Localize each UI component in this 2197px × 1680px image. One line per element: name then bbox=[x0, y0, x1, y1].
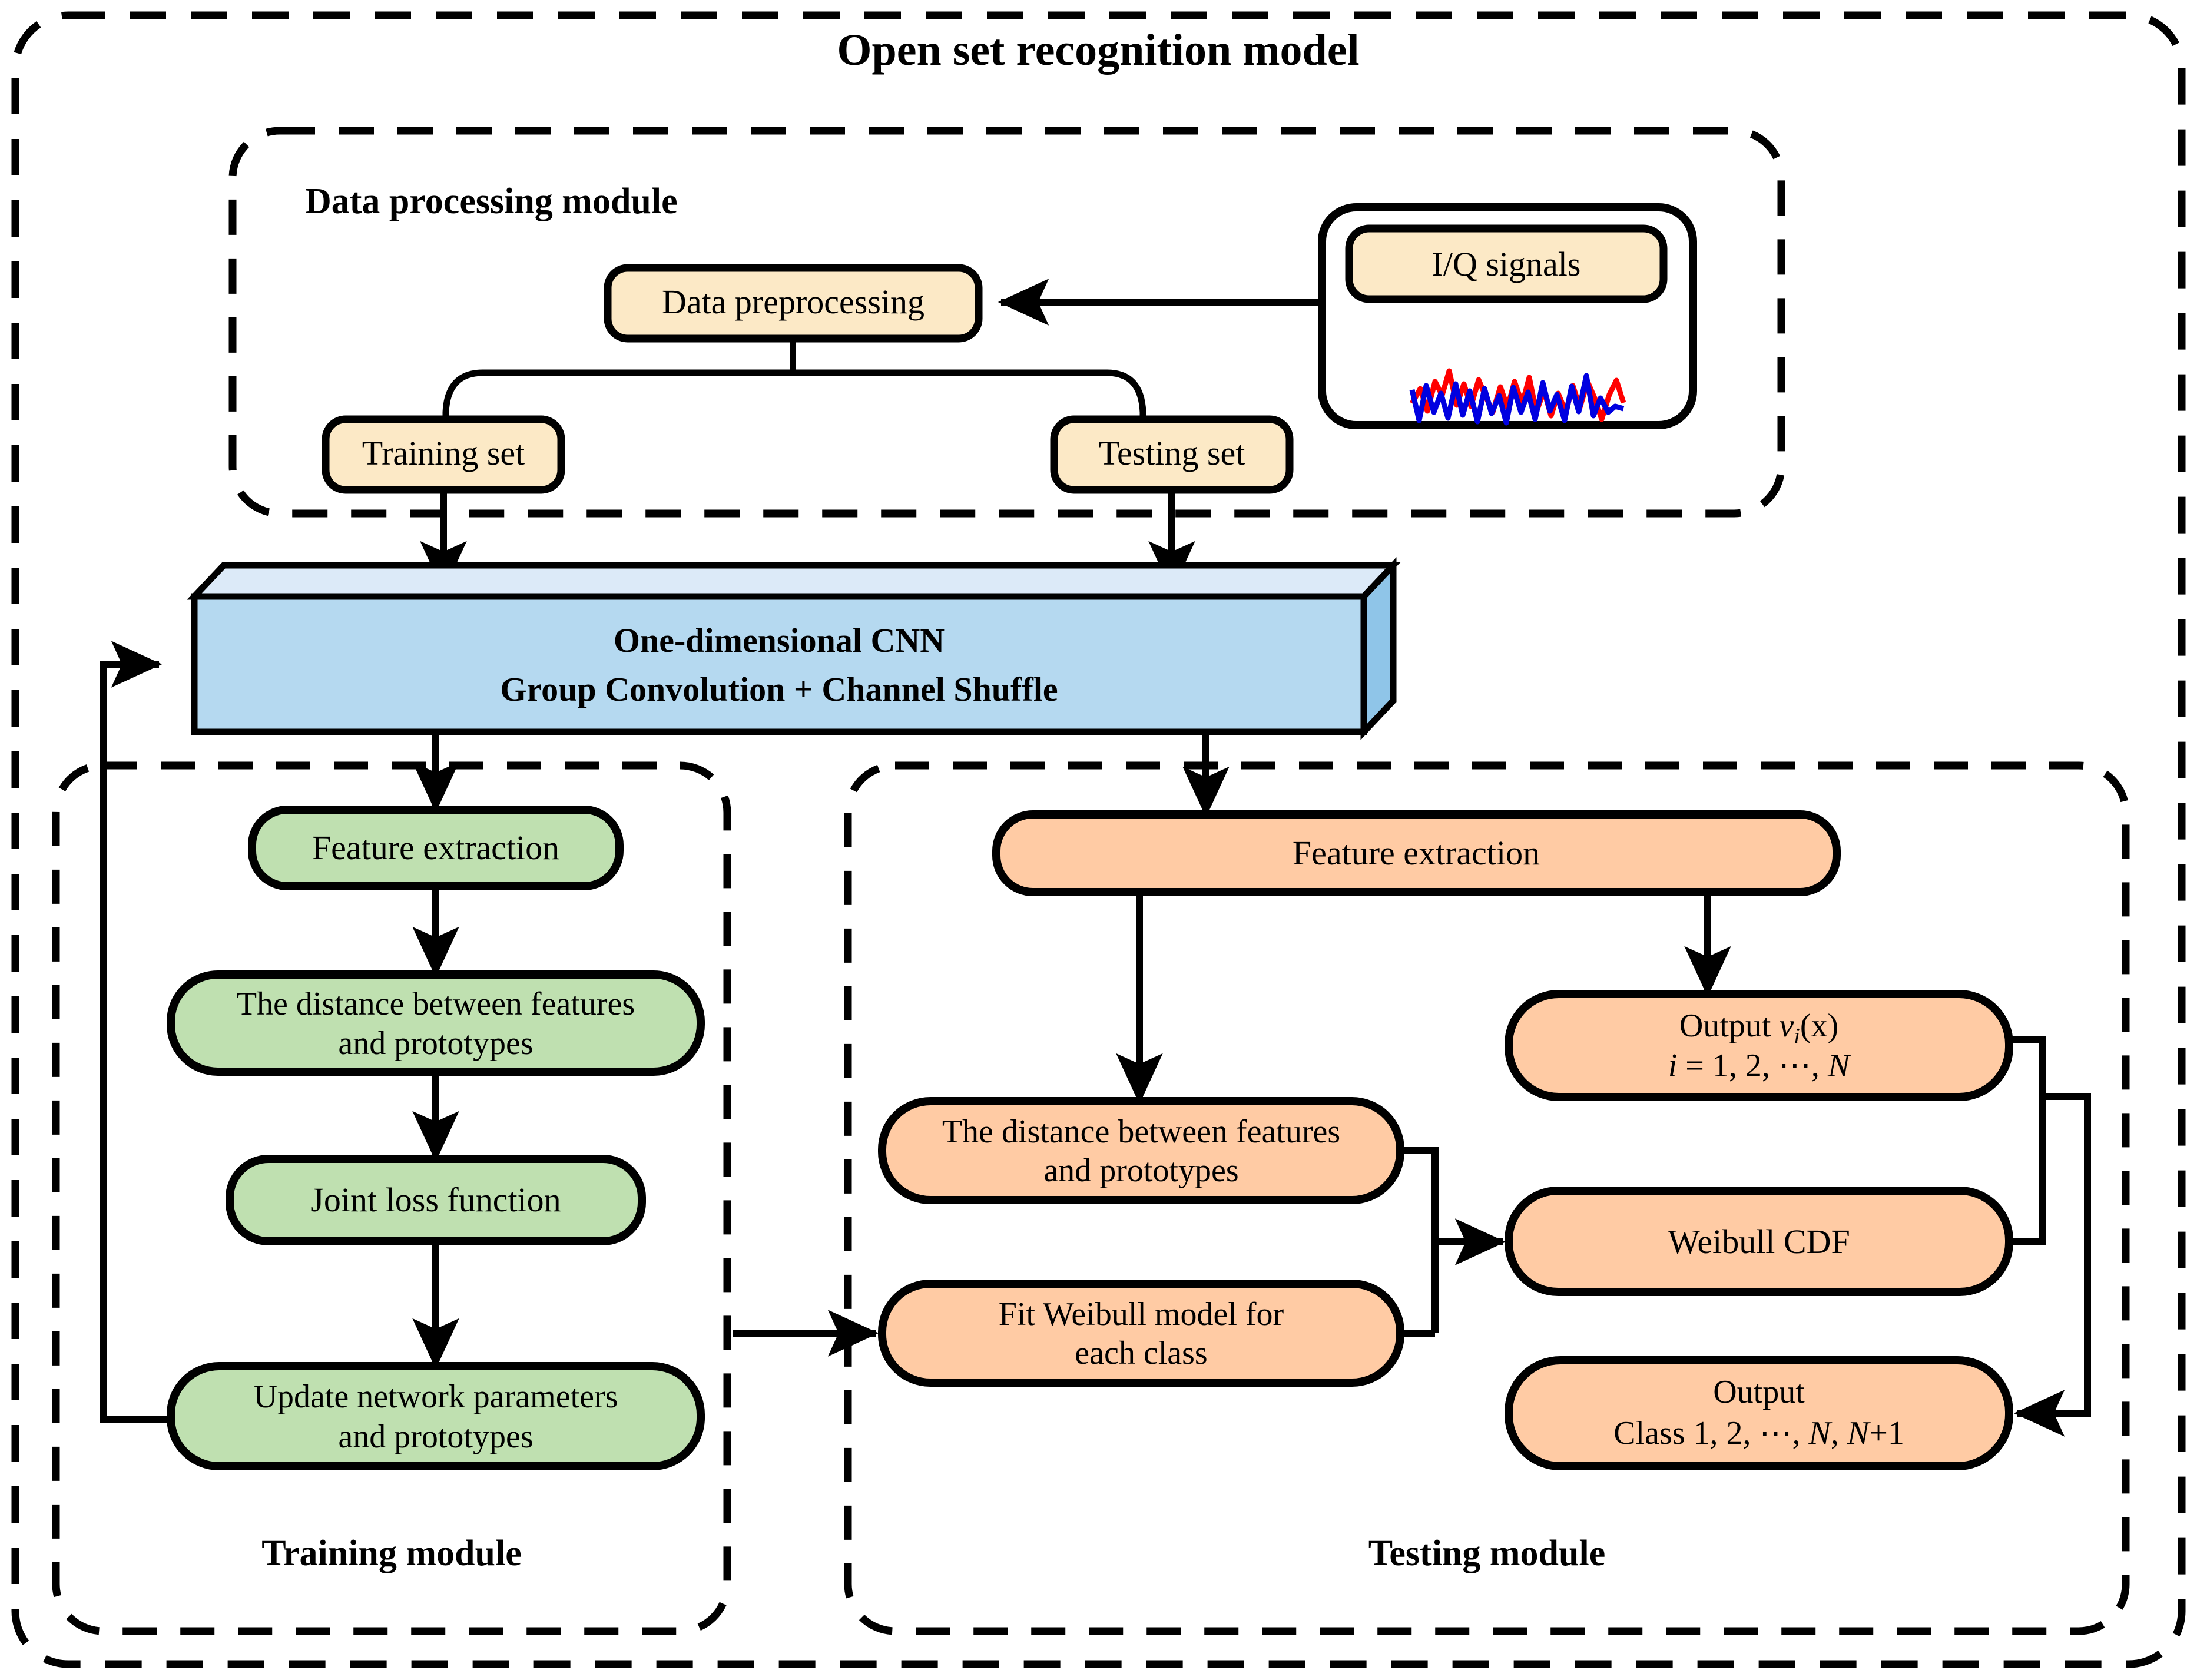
train-distance-label-line2: and prototypes bbox=[338, 1025, 533, 1062]
training-set-label: Training set bbox=[362, 434, 525, 472]
iq-waveform-q-trace bbox=[1409, 373, 1625, 426]
page-title: Open set recognition model bbox=[837, 25, 1359, 75]
test-output-v-subscript: i bbox=[1794, 1024, 1800, 1049]
testing-module-label: Testing module bbox=[1368, 1533, 1606, 1573]
test-output-v-line1: Output vi(x) bbox=[1679, 1008, 1838, 1049]
train-update-node[interactable] bbox=[167, 1362, 705, 1470]
test-distance-label-line1: The distance between features bbox=[942, 1114, 1340, 1150]
train-joint-loss-label: Joint loss function bbox=[310, 1181, 561, 1219]
test-final-output-line2: Class 1, 2, ⋯, N, N+1 bbox=[1613, 1415, 1904, 1452]
test-final-output-node[interactable] bbox=[1505, 1356, 2013, 1470]
test-final-output-line1: Output bbox=[1713, 1374, 1805, 1410]
test-output-v-word: Output bbox=[1679, 1008, 1771, 1044]
cnn-block-side-face bbox=[1360, 557, 1397, 740]
data-processing-module-label: Data processing module bbox=[305, 181, 678, 221]
training-module-label: Training module bbox=[261, 1533, 522, 1573]
test-final-class-n2: N bbox=[1847, 1415, 1871, 1452]
test-output-v-symbol: v bbox=[1779, 1008, 1794, 1044]
test-output-v-arg: (x) bbox=[1800, 1008, 1838, 1044]
test-output-index-n: N bbox=[1827, 1048, 1851, 1084]
test-distance-label-line2: and prototypes bbox=[1043, 1152, 1238, 1189]
cnn-title-line1: One-dimensional CNN bbox=[614, 621, 945, 660]
cnn-block-top-face bbox=[187, 562, 1401, 600]
cnn-block-front-face[interactable] bbox=[191, 593, 1367, 735]
test-output-index-comma: , bbox=[1811, 1048, 1828, 1084]
test-fit-weibull-label-line1: Fit Weibull model for bbox=[999, 1296, 1284, 1333]
test-output-index-symbol: i bbox=[1668, 1048, 1678, 1084]
data-processing-module-container bbox=[228, 127, 1785, 518]
iq-signals-chip[interactable] bbox=[1345, 224, 1668, 303]
test-feature-extraction-label: Feature extraction bbox=[1293, 834, 1540, 872]
test-feature-extraction-node[interactable] bbox=[992, 810, 1841, 896]
test-final-class-sep: , bbox=[1831, 1415, 1847, 1452]
edge-preprocessing-to-training-set bbox=[442, 369, 793, 419]
test-output-index-equals: = 1, 2, bbox=[1685, 1048, 1778, 1084]
train-feature-extraction-label: Feature extraction bbox=[312, 829, 559, 867]
test-final-class-n1: N bbox=[1808, 1415, 1833, 1452]
data-preprocessing-label: Data preprocessing bbox=[662, 283, 924, 321]
training-module-container bbox=[52, 761, 731, 1635]
testing-set-label: Testing set bbox=[1099, 434, 1245, 472]
cnn-title-line2: Group Convolution + Channel Shuffle bbox=[500, 670, 1058, 708]
train-update-label-line1: Update network parameters bbox=[254, 1379, 618, 1415]
train-update-label-line2: and prototypes bbox=[338, 1419, 533, 1455]
test-final-class-prefix: Class 1, 2, bbox=[1613, 1415, 1759, 1452]
test-output-index-ellipsis: ⋯ bbox=[1778, 1048, 1811, 1084]
test-output-v-node[interactable] bbox=[1505, 990, 2013, 1101]
outer-container-open-set-recognition bbox=[11, 11, 2186, 1668]
test-final-class-mid: , bbox=[1792, 1415, 1809, 1452]
iq-signals-label: I/Q signals bbox=[1432, 245, 1581, 283]
test-final-class-ellipsis: ⋯ bbox=[1759, 1415, 1792, 1452]
test-output-v-line2: i = 1, 2, ⋯, N bbox=[1668, 1048, 1851, 1084]
edge-preprocessing-to-testing-set bbox=[793, 369, 1146, 419]
edge-right-merge-to-final-output bbox=[2009, 1036, 2091, 1417]
test-fit-weibull-label-line2: each class bbox=[1075, 1335, 1207, 1371]
test-weibull-cdf-label: Weibull CDF bbox=[1668, 1222, 1850, 1261]
train-distance-label-line1: The distance between features bbox=[237, 986, 635, 1022]
testing-module-container bbox=[844, 761, 2130, 1635]
test-final-class-plus-one: +1 bbox=[1869, 1415, 1904, 1452]
